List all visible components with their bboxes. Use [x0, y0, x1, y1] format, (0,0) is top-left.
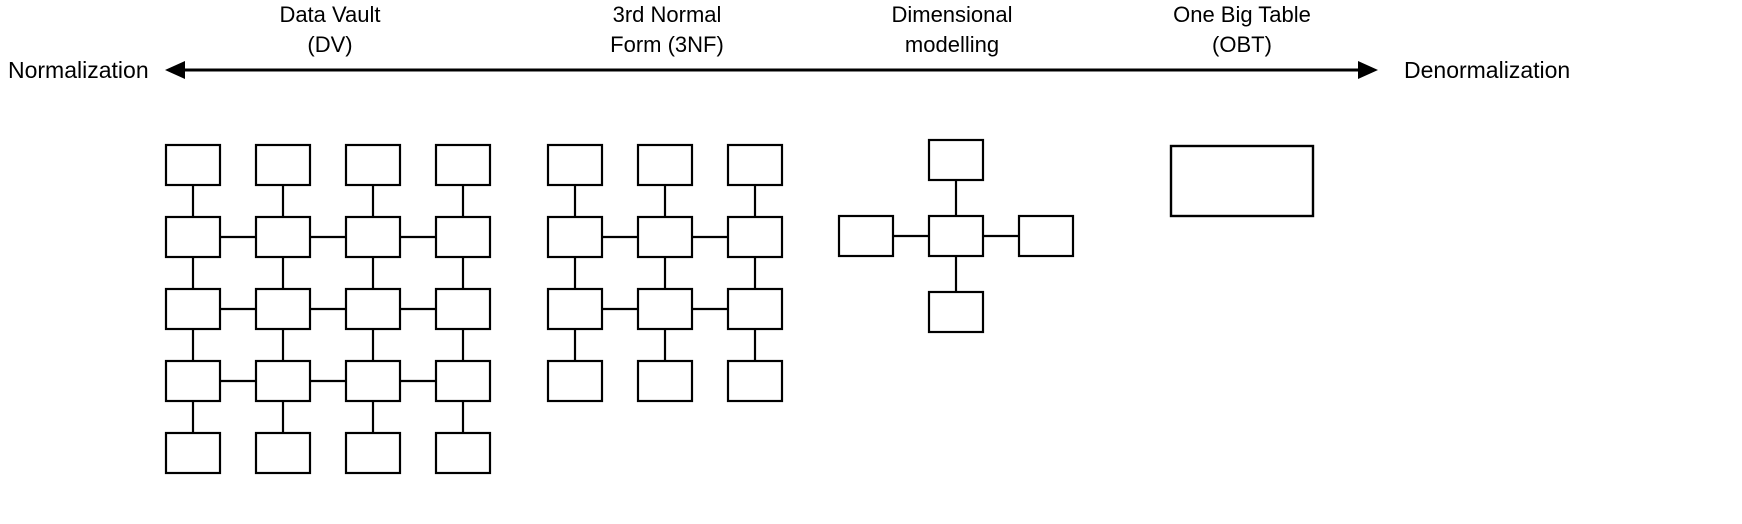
- arrow-head-right-icon: [1358, 61, 1378, 79]
- axis-label-normalization: Normalization: [8, 57, 149, 83]
- entity-box[interactable]: [636, 287, 694, 331]
- stage-title-data-vault-line2: (DV): [307, 32, 352, 57]
- arrow-head-left-icon: [165, 61, 185, 79]
- entity-box[interactable]: [254, 143, 312, 187]
- entity-box[interactable]: [636, 143, 694, 187]
- entity-box[interactable]: [344, 143, 402, 187]
- stage-title-dimensional-line2: modelling: [905, 32, 999, 57]
- normalization-axis-arrow: [165, 61, 1378, 79]
- entity-box[interactable]: [636, 359, 694, 403]
- axis-label-denormalization: Denormalization: [1404, 57, 1570, 83]
- stage-title-obt-line2: (OBT): [1212, 32, 1272, 57]
- entity-box[interactable]: [164, 359, 222, 403]
- stage-titles: Data Vault (DV) 3rd Normal Form (3NF) Di…: [279, 2, 1310, 57]
- entity-box[interactable]: [434, 215, 492, 259]
- entity-box[interactable]: [434, 431, 492, 475]
- entity-box[interactable]: [344, 287, 402, 331]
- entity-box[interactable]: [254, 431, 312, 475]
- entity-box[interactable]: [164, 143, 222, 187]
- entity-box[interactable]: [546, 359, 604, 403]
- entity-box[interactable]: [726, 359, 784, 403]
- entity-box[interactable]: [546, 287, 604, 331]
- stage-title-data-vault-line1: Data Vault: [279, 2, 380, 27]
- entity-box[interactable]: [434, 143, 492, 187]
- stage-title-3nf-line2: Form (3NF): [610, 32, 724, 57]
- entity-box[interactable]: [546, 215, 604, 259]
- entity-box[interactable]: [726, 143, 784, 187]
- entity-box[interactable]: [1017, 214, 1075, 258]
- entity-box[interactable]: [434, 287, 492, 331]
- fact-table-box[interactable]: [927, 214, 985, 258]
- entity-box[interactable]: [837, 214, 895, 258]
- one-big-table-box[interactable]: [1169, 144, 1315, 218]
- stage-cluster-third-normal-form: [546, 143, 784, 403]
- entity-box[interactable]: [927, 290, 985, 334]
- entity-box[interactable]: [636, 215, 694, 259]
- entity-box[interactable]: [344, 431, 402, 475]
- entity-box[interactable]: [164, 215, 222, 259]
- stage-title-obt-line1: One Big Table: [1173, 2, 1311, 27]
- stage-shapes: [164, 138, 1315, 475]
- entity-box[interactable]: [726, 287, 784, 331]
- stage-cluster-data-vault: [164, 143, 492, 475]
- entity-box[interactable]: [254, 215, 312, 259]
- entity-box[interactable]: [927, 138, 985, 182]
- entity-box[interactable]: [344, 215, 402, 259]
- entity-box[interactable]: [434, 359, 492, 403]
- entity-box[interactable]: [254, 359, 312, 403]
- stage-title-3nf-line1: 3rd Normal: [613, 2, 722, 27]
- entity-box[interactable]: [726, 215, 784, 259]
- entity-box[interactable]: [546, 143, 604, 187]
- entity-box[interactable]: [164, 287, 222, 331]
- entity-box[interactable]: [164, 431, 222, 475]
- stage-title-dimensional-line1: Dimensional: [891, 2, 1012, 27]
- stage-cluster-dimensional-modelling: [837, 138, 1075, 334]
- stage-cluster-one-big-table: [1169, 144, 1315, 218]
- entity-box[interactable]: [254, 287, 312, 331]
- entity-box[interactable]: [344, 359, 402, 403]
